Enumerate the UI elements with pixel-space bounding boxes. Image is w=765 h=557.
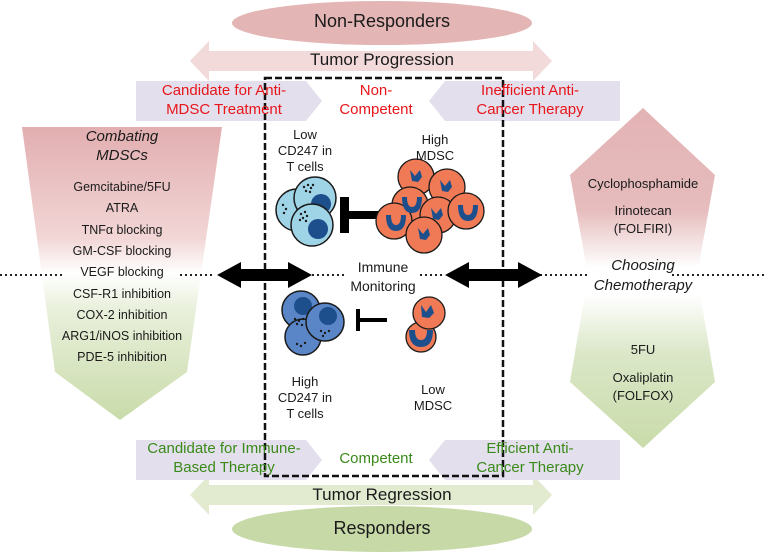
responders-ellipse <box>232 506 532 552</box>
choosing-title-1: Choosing <box>611 257 675 274</box>
lower-tcell-label-1: High <box>291 374 319 389</box>
low-mdsc-icon <box>405 296 446 353</box>
lower-mdsc-label-2: MDSC <box>413 398 453 413</box>
upper-tcell-label-1: Low <box>293 127 317 142</box>
upper-tcell-label-3: T cells <box>286 159 324 174</box>
tumor-regression-arrow <box>190 475 552 515</box>
combating-item: Gemcitabine/5FU <box>73 180 171 194</box>
chemo-lower-item-1: 5FU <box>630 342 656 357</box>
inhibition-bar-lower-icon <box>356 309 387 331</box>
non-responders-label: Non-Responders <box>313 11 451 31</box>
combating-mdscs-funnel <box>22 127 222 420</box>
immune-monitoring-line2: Monitoring <box>350 278 416 294</box>
combating-item: ATRA <box>105 201 139 216</box>
combating-item: CSF-R1 inhibition <box>73 286 171 301</box>
competent-label: Competent <box>339 450 413 467</box>
tag-inefficient-line1: Inefficient Anti- <box>480 82 580 99</box>
combating-item: GM-CSF blocking <box>72 243 172 258</box>
chemo-upper-item-3: (FOLFIRI) <box>613 221 673 236</box>
choosing-chemo-shape <box>570 108 715 448</box>
lower-tcell-label-3: T cells <box>286 406 324 421</box>
double-arrow-right <box>445 262 542 288</box>
tag-anti-mdsc-shape <box>136 81 322 121</box>
non-competent-line1: Non- <box>359 82 393 99</box>
non-responders-ellipse <box>232 1 532 45</box>
combating-title-2: MDSCs <box>96 147 148 164</box>
lower-mdsc-label-1: Low <box>421 382 445 397</box>
combating-item: PDE-5 inhibition <box>77 350 167 365</box>
combating-item: VEGF blocking <box>80 265 164 280</box>
tumor-progression-label: Tumor Progression <box>310 50 454 69</box>
upper-mdsc-label-2: MDSC <box>415 148 455 163</box>
tag-immune-based-line2: Based Therapy <box>173 459 275 476</box>
tag-inefficient-line2: Cancer Therapy <box>476 101 584 118</box>
double-arrow-left <box>217 262 312 288</box>
tag-anti-mdsc-line1: Candidate for Anti- <box>161 82 287 99</box>
high-mdsc-cluster-icon <box>375 158 485 254</box>
tag-inefficient-shape <box>429 81 620 121</box>
combating-item: COX-2 inhibition <box>76 307 168 322</box>
inhibition-bar-upper-icon <box>340 197 388 233</box>
immune-monitoring-line1: Immune <box>357 259 409 275</box>
tag-immune-based-line1: Candidate for Immune- <box>147 440 301 457</box>
tag-immune-based-shape <box>136 440 322 480</box>
responders-label: Responders <box>333 518 431 538</box>
combating-item: ARG1/iNOS inhibition <box>61 329 183 344</box>
tag-efficient-line1: Efficient Anti- <box>486 440 574 457</box>
low-cd247-tcells-icon <box>275 176 337 247</box>
chemo-lower-item-3: (FOLFOX) <box>612 388 674 403</box>
chemo-upper-item-2: Irinotecan <box>614 203 672 218</box>
upper-tcell-label-2: CD247 in <box>277 143 333 158</box>
upper-mdsc-label-1: High <box>421 132 449 147</box>
chemo-lower-item-2: Oxaliplatin <box>612 370 674 385</box>
choosing-title-2: Chemotherapy <box>593 277 693 294</box>
tumor-progression-arrow <box>190 41 552 81</box>
tag-efficient-line2: Cancer Therapy <box>476 459 584 476</box>
lower-tcell-label-2: CD247 in <box>277 390 333 405</box>
combating-title-1: Combating <box>85 128 159 145</box>
tag-anti-mdsc-line2: MDSC Treatment <box>166 101 282 118</box>
combating-item: TNFα blocking <box>81 222 163 237</box>
tumor-regression-label: Tumor Regression <box>312 485 452 504</box>
high-cd247-tcells-icon <box>281 290 345 356</box>
non-competent-line2: Competent <box>339 101 413 118</box>
tag-efficient-shape <box>429 440 620 480</box>
chemo-upper-item-1: Cyclophosphamide <box>587 176 699 191</box>
